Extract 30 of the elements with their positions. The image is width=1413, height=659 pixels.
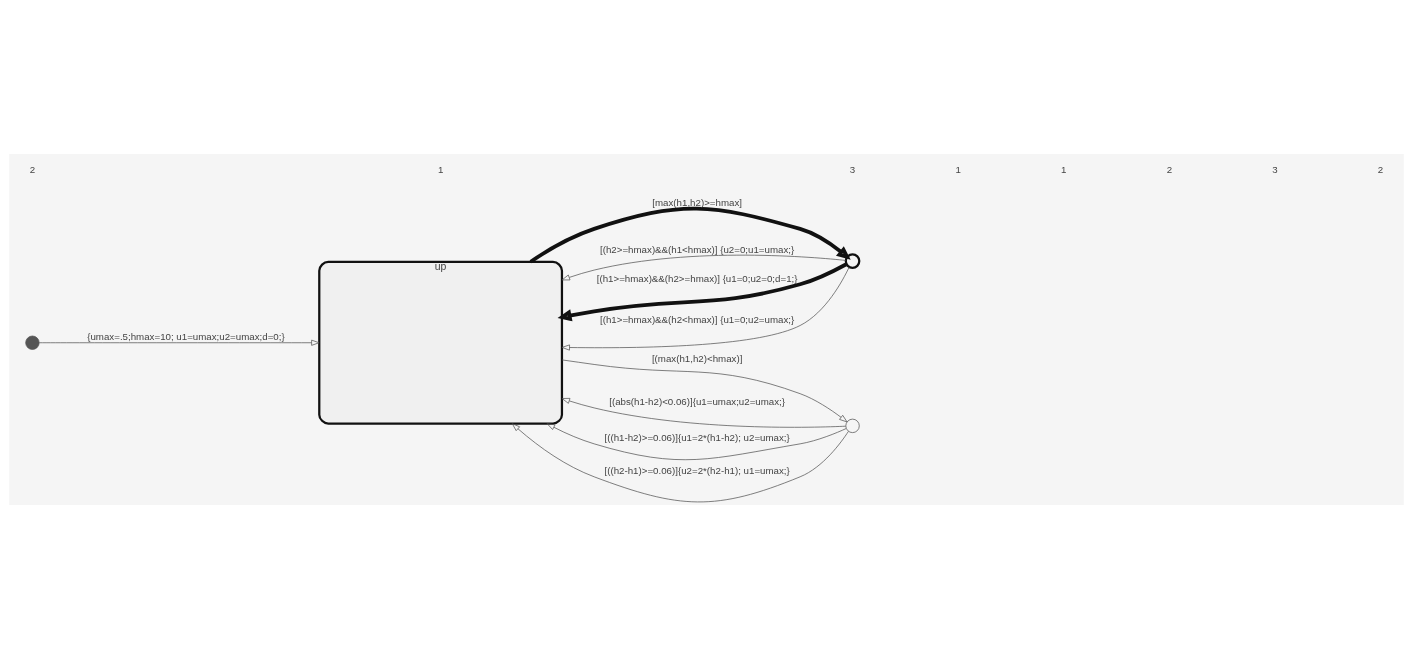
arrow: [529, 206, 851, 264]
arrow: [561, 398, 847, 428]
label: 2: [1377, 164, 1384, 176]
edge-label: {umax=.5;hmax=10; u1=umax;u2=umax;d=0;}: [87, 331, 285, 343]
edge-label: [((h1-h2)>=0.06)]{u1=2*(h1-h2); u2=umax;}: [604, 432, 790, 444]
arrow: [38, 339, 320, 346]
node-box: up: [318, 260, 564, 425]
edge-label: [(h2>=hmax)&&(h1<hmax)] {u2=0;u1=umax;}: [600, 244, 795, 256]
edge-label: [(h1>=hmax)&&(h2<hmax)] {u1=0;u2=umax;}: [600, 313, 795, 325]
label: 1: [955, 164, 961, 176]
arrow: [561, 359, 848, 423]
node-circle: [844, 253, 861, 269]
arrow: [557, 262, 848, 322]
edge-label: [max(h1,h2)>=hmax]: [652, 196, 742, 208]
label: 1: [437, 164, 444, 176]
edge-label: [((h2-h1)>=0.06)]{u2=2*(h2-h1); u1=umax;}: [604, 465, 790, 477]
label: 3: [849, 164, 856, 176]
arrow: [546, 423, 847, 461]
arrow: [511, 423, 849, 503]
edge-label: [(max(h1,h2)<hmax)]: [651, 352, 743, 364]
label: 1: [1061, 164, 1067, 176]
label: 2: [1166, 164, 1173, 176]
arrow: [561, 266, 850, 351]
node-circle: [25, 335, 40, 350]
edge-label: [(h1>=hmax)&&(h2>=hmax)] {u1=0;u2=0;d=1;}: [596, 272, 798, 284]
arrow: [561, 254, 847, 281]
label: 2: [29, 164, 36, 176]
edge-label: [(abs(h1-h2)<0.06)]{u1=umax;u2=umax;}: [609, 396, 786, 408]
label: 3: [1272, 164, 1278, 176]
node-circle: [845, 418, 860, 433]
